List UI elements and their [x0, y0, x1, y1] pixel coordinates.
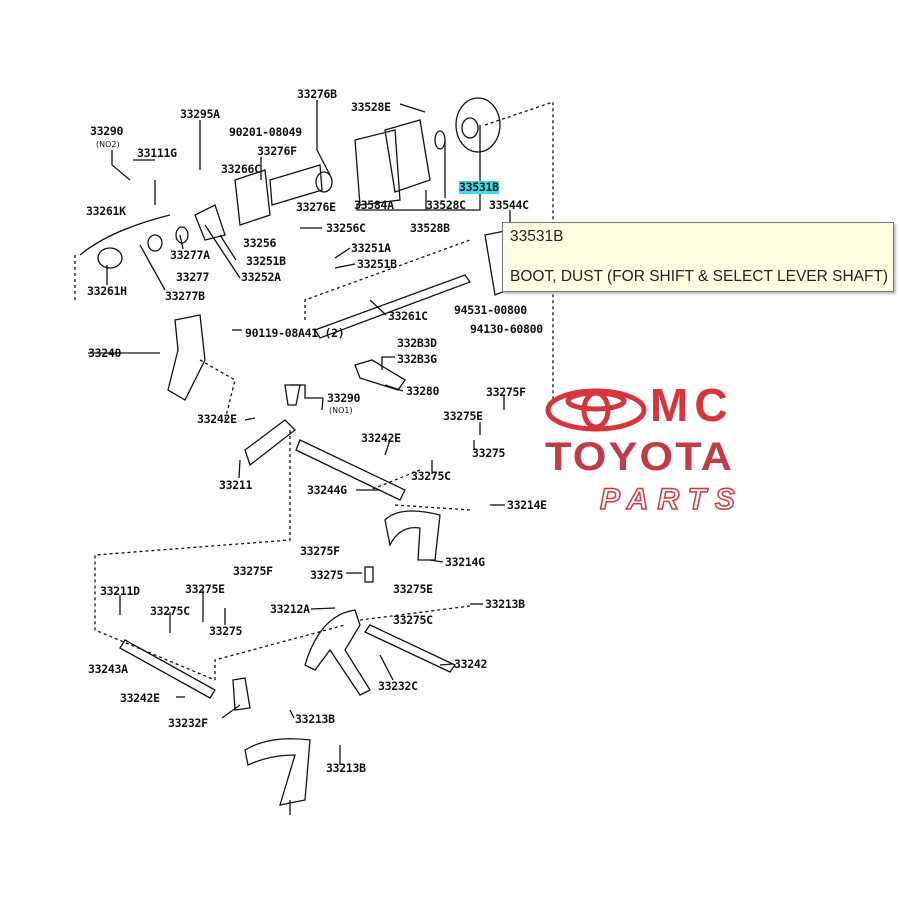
leader-lines: [88, 100, 511, 815]
part-label[interactable]: 33275E: [393, 582, 433, 596]
part-label[interactable]: 33275: [209, 624, 243, 638]
part-label[interactable]: 33242E: [120, 691, 160, 705]
part-label[interactable]: 33261H: [87, 284, 127, 298]
part-label[interactable]: 33252A: [241, 270, 281, 284]
part-label[interactable]: 33242: [454, 657, 488, 671]
part-label[interactable]: 33528B: [410, 221, 450, 235]
part-label[interactable]: 33528E: [351, 100, 391, 114]
part-label[interactable]: 94130-60800: [470, 322, 543, 336]
logo-toyota: TOYOTA: [545, 435, 734, 479]
part-label[interactable]: 33244G: [307, 483, 347, 497]
part-label[interactable]: 33214E: [507, 498, 547, 512]
part-label[interactable]: 33212A: [270, 602, 310, 616]
part-label[interactable]: 90119-08A41 (2): [245, 326, 345, 340]
part-label[interactable]: 33276F: [257, 144, 297, 158]
part-label[interactable]: 33290: [327, 391, 361, 405]
part-label[interactable]: 33275F: [300, 544, 340, 558]
logo-parts: PARTS: [599, 482, 744, 517]
toyota-emblem: [545, 388, 647, 432]
part-tooltip: 33531B BOOT, DUST (FOR SHIFT & SELECT LE…: [502, 222, 894, 292]
part-label[interactable]: 33213B: [326, 761, 366, 775]
part-label[interactable]: 33213B: [485, 597, 525, 611]
part-label[interactable]: 33211: [219, 478, 253, 492]
part-label[interactable]: 332B3D: [397, 336, 437, 350]
part-label[interactable]: 33251A: [351, 241, 391, 255]
part-label[interactable]: 33261K: [86, 204, 126, 218]
part-label[interactable]: 33261C: [388, 309, 428, 323]
part-label[interactable]: 33275E: [443, 409, 483, 423]
part-label[interactable]: 33232F: [168, 716, 208, 730]
part-label[interactable]: 33276E: [296, 200, 336, 214]
part-label[interactable]: 33295A: [180, 107, 220, 121]
part-label[interactable]: 33290: [90, 124, 124, 138]
tooltip-part-number: 33531B: [510, 228, 564, 245]
part-label[interactable]: 33544C: [489, 198, 529, 212]
part-label[interactable]: 33266C: [221, 162, 261, 176]
part-label[interactable]: 33275C: [411, 469, 451, 483]
part-label[interactable]: 33232C: [378, 679, 418, 693]
part-label[interactable]: 33277: [176, 270, 210, 284]
part-label[interactable]: 33243A: [88, 662, 128, 676]
part-label[interactable]: 33277B: [165, 289, 205, 303]
assembly-dashed-lines: [74, 101, 554, 681]
part-label[interactable]: 33275E: [185, 582, 225, 596]
part-label[interactable]: 90201-08049: [229, 125, 302, 139]
part-label[interactable]: 33275C: [150, 604, 190, 618]
part-label[interactable]: 33211D: [100, 584, 140, 598]
part-label[interactable]: 33275C: [393, 613, 433, 627]
part-label[interactable]: 33256C: [326, 221, 366, 235]
part-label[interactable]: 33111G: [137, 146, 177, 160]
part-label[interactable]: 33275F: [486, 385, 526, 399]
part-label[interactable]: 33213B: [295, 712, 335, 726]
part-label[interactable]: 332B3G: [397, 352, 437, 366]
part-sublabel: (NO2): [96, 140, 120, 149]
part-sublabel: (NO1): [329, 406, 353, 415]
logo-mc: MC: [650, 379, 734, 431]
part-label[interactable]: 33275: [472, 446, 506, 460]
part-label[interactable]: 33280: [406, 384, 440, 398]
part-label[interactable]: 33240: [88, 346, 122, 360]
part-label[interactable]: 33214G: [445, 555, 485, 569]
part-label[interactable]: 33256: [243, 236, 277, 250]
part-label-highlighted[interactable]: 33531B: [459, 180, 499, 194]
part-label[interactable]: 33251B: [246, 254, 286, 268]
part-label[interactable]: 33584A: [354, 198, 394, 212]
part-label[interactable]: 33275F: [233, 564, 273, 578]
part-label[interactable]: 94531-00800: [454, 303, 527, 317]
part-label[interactable]: 33277A: [170, 248, 210, 262]
part-label[interactable]: 33275: [310, 568, 344, 582]
part-label[interactable]: 33528C: [426, 198, 466, 212]
part-label[interactable]: 33276B: [297, 87, 337, 101]
part-label[interactable]: 33242E: [197, 412, 237, 426]
tooltip-description: BOOT, DUST (FOR SHIFT & SELECT LEVER SHA…: [510, 268, 889, 285]
part-label[interactable]: 33242E: [361, 431, 401, 445]
part-label[interactable]: 33251B: [357, 257, 397, 271]
